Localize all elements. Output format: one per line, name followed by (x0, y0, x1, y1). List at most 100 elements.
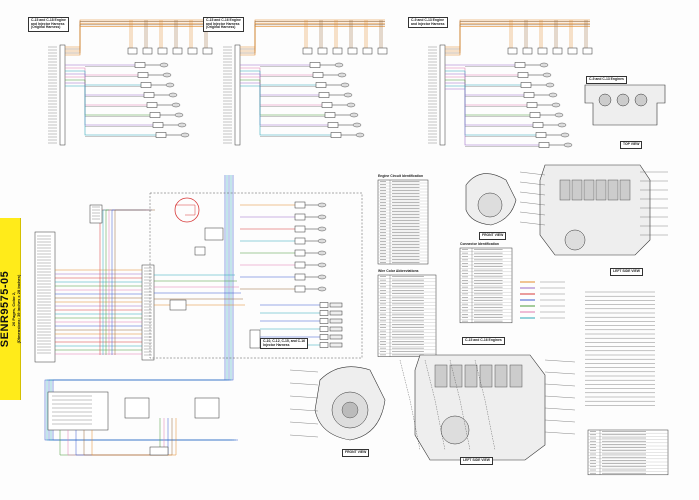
sensor-trace (449, 359, 471, 451)
crank-pulley (341, 401, 359, 419)
harness-label-top-right: C-9 and C-13 Engine and Injector Harness (408, 17, 448, 29)
harness-top-mid-injector-connector (362, 47, 373, 55)
harness-top-right-sensor-connector (520, 82, 532, 88)
harness-top-mid-sensor-connector (315, 82, 327, 88)
harness-top-left-top-bundle (65, 21, 210, 50)
harness-top-mid-sensor-connector (309, 62, 321, 68)
harness-top-left-sensor (174, 112, 184, 118)
cylinder-head (464, 364, 478, 388)
harness-top-left-connector (59, 44, 66, 146)
harness-top-right-sensor-connector (526, 102, 538, 108)
cylinder-head (494, 364, 508, 388)
harness-top-mid-injector-connector (347, 47, 358, 55)
callout-line (289, 382, 319, 386)
harness-top-right-sensor (551, 102, 561, 108)
harness-top-right-injector-connector (567, 47, 578, 55)
datalink-plug (149, 446, 169, 456)
front-view-lower-label: FRONT VIEW (342, 449, 370, 457)
engine-sensor-connector (294, 225, 306, 233)
engines-c15-c16-title: C-15 and C-16 Engines (462, 337, 505, 345)
harness-top-mid-connector (234, 44, 241, 146)
engine-sensor (317, 250, 327, 256)
ground-stud (89, 204, 103, 224)
datalink-wire (91, 418, 177, 456)
harness-top-mid-top-bundle (240, 21, 385, 50)
harness-top-left-top-bundle (65, 19, 210, 48)
harness-top-right-injector-connector (552, 47, 563, 55)
harness-top-right-top-bundle (445, 19, 590, 48)
callout-line (544, 395, 576, 399)
service-connector (124, 397, 150, 419)
engine-sensor-connector (294, 249, 306, 257)
callout-line (544, 419, 576, 423)
engine-sensor (317, 274, 327, 280)
cylinder-head (607, 179, 619, 201)
harness-top-mid-sensor (355, 132, 365, 138)
ecm-connector-j1 (34, 231, 56, 363)
harness-top-right-sensor (542, 72, 552, 78)
left-side-view-lower-label: LEFT SIDE VIEW (460, 457, 493, 465)
engine-sensor (317, 214, 327, 220)
relay (204, 227, 224, 241)
harness-label-top-mid: C-15 and C-16 Engine and Injector Harnes… (203, 17, 244, 32)
turbo (440, 415, 470, 445)
harness-top-left-injector-connector (157, 47, 168, 55)
callout-line (519, 221, 546, 226)
harness-top-left-injector-connector (142, 47, 153, 55)
harness-top-right-sensor-wire (445, 82, 533, 126)
harness-top-mid-sensor (343, 92, 353, 98)
connector-table-title: Connector Identification (460, 242, 499, 246)
harness-top-right-sensor-connector (514, 62, 526, 68)
cylinder (634, 93, 648, 107)
harness-top-left-sensor (177, 122, 187, 128)
callout-line (289, 434, 319, 438)
harness-top-left-sensor-wire (65, 76, 147, 106)
harness-top-right-sensor (557, 122, 567, 128)
cylinder (598, 93, 612, 107)
resistor-block (249, 329, 261, 349)
harness-label-center: C-10, C-12, C-15, and C-16 Injector Harn… (260, 338, 309, 350)
harness-top-mid-sensor (337, 72, 347, 78)
harness-top-left-injector-connector (172, 47, 183, 55)
fuse (194, 246, 206, 256)
harness-top-right-injector-connector (582, 47, 593, 55)
front-view-upper-label: FRONT VIEW (479, 232, 507, 240)
harness-top-mid-sensor-connector (330, 132, 342, 138)
harness-top-mid-top-bundle (240, 19, 385, 48)
harness-label-top-left: C-15 and C-18 Engine and Injector Harnes… (28, 17, 69, 32)
injector-connector (319, 326, 329, 332)
harness-top-mid-sensor (349, 112, 359, 118)
engine-sensor-connector (294, 261, 306, 269)
harness-top-left-injector-connector (187, 47, 198, 55)
harness-top-mid-sensor-connector (327, 122, 339, 128)
top-view-label: TOP VIEW (620, 141, 643, 149)
engine-sensor (317, 286, 327, 292)
harness-top-left-sensor (159, 62, 169, 68)
harness-top-mid-injector-connector (302, 47, 313, 55)
harness-top-left-top-bundle (65, 22, 210, 52)
engine-sensor (317, 238, 327, 244)
harness-top-right-connector (439, 44, 446, 146)
engine-sensor-connector (294, 201, 306, 209)
flywheel (564, 229, 586, 251)
cylinder-head (571, 179, 583, 201)
harness-top-right-injector-connector (522, 47, 533, 55)
harness-top-right-top-bundle (445, 22, 590, 52)
callout-line (289, 395, 319, 399)
data-link-connector (47, 391, 109, 431)
harness-top-left-sensor-wire (65, 82, 153, 126)
harness-top-mid-injector-connector (377, 47, 388, 55)
harness-top-mid-sensor-connector (312, 72, 324, 78)
harness-top-right-sensor (545, 82, 555, 88)
cylinder-head (595, 179, 607, 201)
cylinder-head (583, 179, 595, 201)
harness-top-right-sensor (539, 62, 549, 68)
cylinder-head (434, 364, 448, 388)
harness-top-right-sensor-connector (535, 132, 547, 138)
engine-sensor (317, 226, 327, 232)
engine-harness-boundary (149, 192, 363, 359)
harness-top-left-sensor (180, 132, 190, 138)
harness-top-mid-injector-connector (317, 47, 328, 55)
left-side-view-upper-label: LEFT SIDE VIEW (610, 268, 643, 276)
